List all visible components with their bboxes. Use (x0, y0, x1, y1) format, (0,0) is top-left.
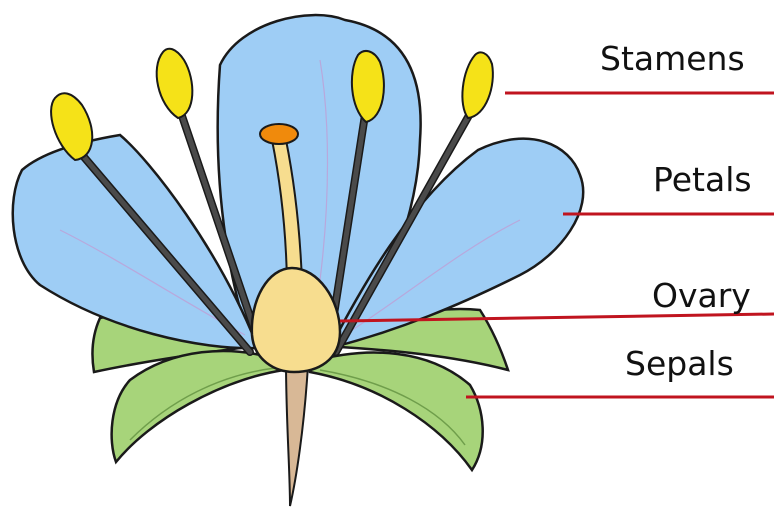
stem (286, 362, 308, 506)
label-petals: Petals (653, 163, 752, 196)
anther (157, 49, 193, 118)
stigma (260, 124, 298, 144)
label-ovary: Ovary (652, 279, 751, 312)
anther (462, 52, 492, 118)
sepal-right-front (310, 353, 483, 470)
label-sepals: Sepals (625, 347, 734, 380)
label-stamens: Stamens (600, 42, 745, 75)
sepal-left-front (112, 351, 284, 462)
